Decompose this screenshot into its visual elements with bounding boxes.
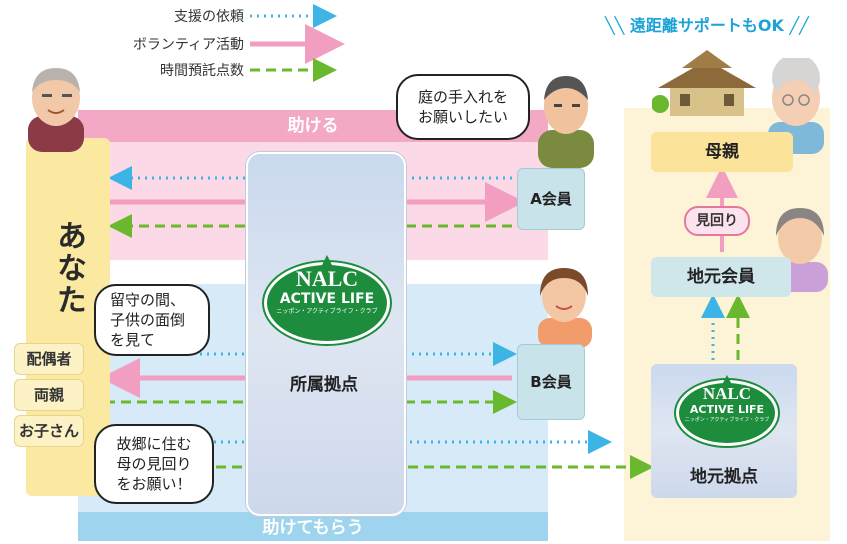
sparkle-left-icon: ╲╲: [605, 16, 625, 35]
member-b-box: B会員: [517, 344, 585, 420]
house-icon: [652, 50, 756, 116]
bubble-hometown-line1: 故郷に住む: [116, 435, 192, 453]
family-spouse: 配偶者: [14, 343, 84, 375]
family-parents: 両親: [14, 379, 84, 411]
bubble-childcare: 留守の間、 子供の面倒 を見て: [94, 284, 210, 356]
legend-volunteer-label: ボランティア活動: [132, 37, 244, 53]
you-label: あなた: [26, 220, 110, 316]
logo-local-subtitle: ACTIVE LIFE: [689, 403, 765, 416]
nalc-logo-main: ▲ NALC ACTIVE LIFE ニッポン・アクティブライフ・クラブ: [264, 253, 390, 344]
local-member-box: 地元会員: [651, 257, 791, 297]
runner-icon-local: ▲: [722, 372, 732, 385]
bubble-hometown: 故郷に住む 母の見回り をお願い！: [94, 424, 214, 504]
family-children: お子さん: [14, 415, 84, 447]
logo-title: NALC: [295, 266, 359, 291]
member-a-box: A会員: [517, 168, 585, 230]
bubble-hometown-line3: をお願い！: [116, 475, 192, 493]
bubble-garden-request: 庭の手入れを お願いしたい: [396, 74, 530, 140]
bubble-hometown-line2: 母の見回り: [116, 455, 192, 473]
member-b-avatar: [538, 268, 592, 348]
remote-support-text: 遠距離サポートもOK: [629, 16, 784, 35]
logo-caption: ニッポン・アクティブライフ・クラブ: [276, 308, 378, 315]
bubble-garden-line1: 庭の手入れを: [417, 88, 508, 106]
logo-local-title: NALC: [702, 384, 752, 403]
affiliated-base-label: 所属拠点: [290, 375, 358, 395]
you-avatar: [28, 68, 84, 152]
bubble-garden-line2: お願いしたい: [417, 108, 508, 126]
patrol-badge: 見回り: [684, 206, 750, 236]
logo-local-caption: ニッポン・アクティブライフ・クラブ: [684, 417, 770, 423]
help-band-label: 助ける: [287, 116, 339, 136]
logo-subtitle: ACTIVE LIFE: [279, 291, 375, 307]
sparkle-right-icon: ╱╱: [789, 16, 809, 35]
you-label-text: あなた: [51, 220, 86, 316]
local-base-label: 地元拠点: [690, 467, 758, 487]
bubble-childcare-line2: 子供の面倒: [110, 311, 186, 329]
mother-box: 母親: [651, 132, 793, 172]
mother-avatar: [768, 58, 824, 154]
legend-points-label: 時間預託点数: [160, 63, 244, 79]
receive-band-header: 助けてもらう: [78, 512, 548, 541]
legend-request-label: 支援の依頼: [174, 9, 244, 25]
runner-icon: ▲: [321, 252, 333, 268]
member-a-avatar: [538, 76, 594, 168]
remote-support-banner: ╲╲ 遠距離サポートもOK ╱╱: [605, 12, 809, 36]
receive-band-label: 助けてもらう: [262, 518, 364, 538]
bubble-childcare-line1: 留守の間、: [110, 291, 186, 309]
bubble-childcare-line3: を見て: [110, 331, 156, 349]
nalc-logo-local: ▲ NALC ACTIVE LIFE ニッポン・アクティブライフ・クラブ: [676, 373, 778, 446]
